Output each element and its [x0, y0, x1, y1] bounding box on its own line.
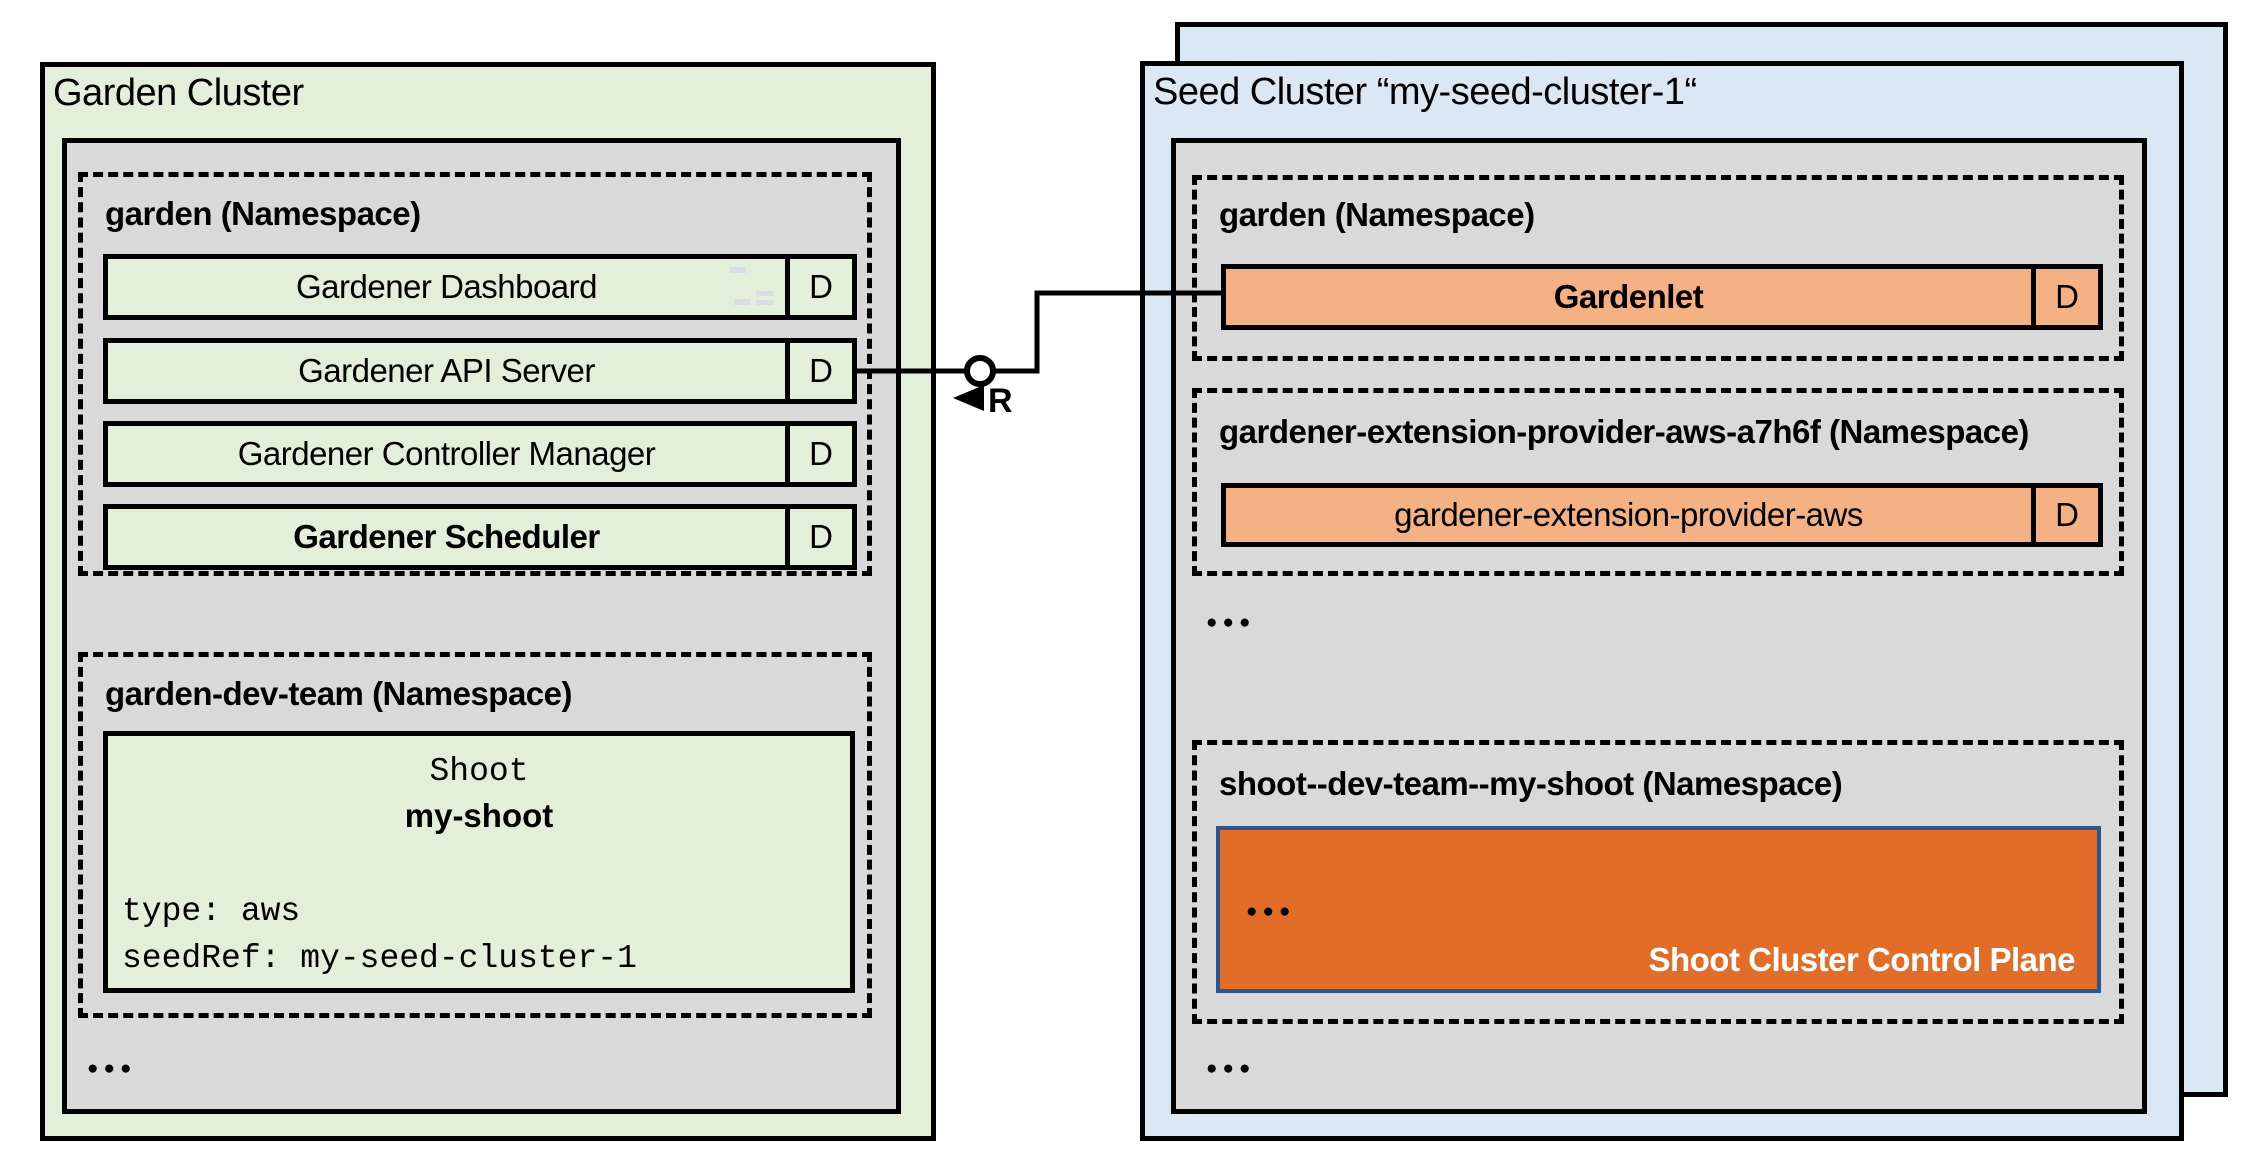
artifact-mark [756, 300, 773, 305]
namespace-shoot-dev-team-my-shoot: shoot--dev-team--my-shoot (Namespace) ●●… [1192, 740, 2124, 1024]
namespace-garden: garden (Namespace) Gardener Dashboard D … [78, 172, 872, 576]
deployment-label: Gardener API Server [298, 352, 595, 389]
artifact-mark [756, 291, 773, 296]
garden-cluster-box: Garden Cluster garden (Namespace) Garden… [40, 62, 936, 1141]
shoot-spec-type: type: aws [122, 893, 301, 930]
garden-cluster-panel: garden (Namespace) Gardener Dashboard D … [62, 138, 901, 1114]
deployment-badge: D [2031, 488, 2098, 542]
more-shoot-namespaces-ellipsis: ●●● [1206, 1058, 1256, 1079]
shoot-control-plane-box: ●●● Shoot Cluster Control Plane [1216, 826, 2101, 993]
namespace-extension-provider-aws: gardener-extension-provider-aws-a7h6f (N… [1192, 388, 2124, 576]
deployment-label: Gardener Controller Manager [237, 435, 656, 472]
more-namespaces-ellipsis: ●●● [87, 1058, 137, 1079]
artifact-mark [734, 299, 750, 305]
deployment-badge: D [785, 509, 852, 565]
deployment-gardener-dashboard: Gardener Dashboard D [103, 254, 857, 320]
deployment-gardener-scheduler: Gardener Scheduler D [103, 504, 857, 570]
shoot-name: my-shoot [404, 797, 554, 834]
seed-cluster-box: Seed Cluster “my-seed-cluster-1“ garden … [1140, 61, 2184, 1141]
deployment-label: Gardenlet [1553, 278, 1704, 315]
deployment-gardenlet: Gardenlet D [1221, 264, 2103, 330]
connector-lollipop-circle [964, 355, 996, 387]
deployment-label: gardener-extension-provider-aws [1394, 496, 1863, 533]
garden-cluster-title: Garden Cluster [53, 72, 304, 114]
namespace-garden-dev-team: garden-dev-team (Namespace) Shoot my-sho… [78, 652, 872, 1018]
deployment-badge: D [785, 343, 852, 399]
deployment-badge: D [785, 426, 852, 482]
connector-arrow-left-icon [953, 385, 984, 411]
control-plane-label: Shoot Cluster Control Plane [1648, 941, 2075, 978]
deployment-badge: D [2031, 269, 2098, 325]
namespace-extension-provider-aws-label: gardener-extension-provider-aws-a7h6f (N… [1219, 413, 2029, 450]
connector-label: R [988, 382, 1013, 420]
deployment-gardener-api-server: Gardener API Server D [103, 338, 857, 404]
control-plane-ellipsis: ●●● [1246, 901, 1296, 922]
more-extensions-ellipsis: ●●● [1206, 612, 1256, 633]
deployment-label: Gardener Dashboard [295, 268, 598, 305]
namespace-seed-garden: garden (Namespace) Gardenlet D [1192, 175, 2124, 361]
shoot-spec-seedref: seedRef: my-seed-cluster-1 [122, 940, 637, 977]
deployment-label: Gardener Scheduler [293, 518, 600, 555]
shoot-kind: Shoot [429, 753, 529, 790]
deployment-gardener-controller-manager: Gardener Controller Manager D [103, 421, 857, 487]
namespace-shoot-dev-team-my-shoot-label: shoot--dev-team--my-shoot (Namespace) [1219, 765, 1843, 802]
deployment-extension-provider-aws: gardener-extension-provider-aws D [1221, 483, 2103, 547]
shoot-resource-box: Shoot my-shoot type: aws seedRef: my-see… [103, 731, 855, 993]
namespace-garden-dev-team-label: garden-dev-team (Namespace) [105, 675, 573, 712]
deployment-badge: D [785, 259, 852, 315]
seed-cluster-panel: garden (Namespace) Gardenlet D gardener-… [1171, 138, 2147, 1114]
seed-cluster-title: Seed Cluster “my-seed-cluster-1“ [1153, 71, 1697, 113]
artifact-mark [730, 267, 746, 273]
namespace-seed-garden-label: garden (Namespace) [1219, 196, 1535, 233]
namespace-garden-label: garden (Namespace) [105, 195, 421, 232]
